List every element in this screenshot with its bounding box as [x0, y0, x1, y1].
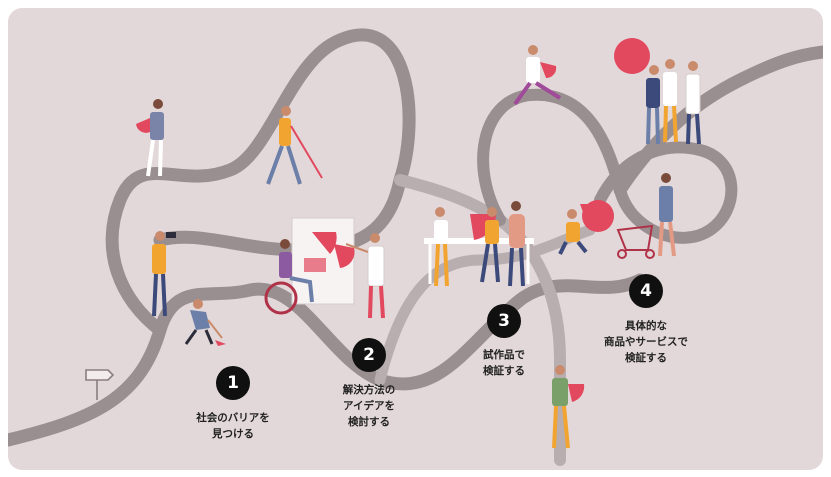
person-icon [614, 38, 701, 145]
person-icon [552, 365, 585, 449]
step-4-badge: 4 [629, 274, 663, 308]
journey-illustration [8, 28, 823, 466]
person-icon [480, 207, 500, 283]
step-4-caption: 具体的な 商品やサービスで 検証する [604, 320, 688, 364]
step-2-caption: 解決方法の アイデアを 検討する [342, 384, 396, 428]
step-2-badge: 2 [352, 338, 386, 372]
person-icon [508, 201, 525, 287]
person-icon [345, 233, 385, 319]
person-icon [513, 45, 562, 106]
person-icon [136, 99, 164, 177]
winding-road [8, 28, 823, 466]
person-icon [558, 173, 676, 259]
step-1-caption: 社会のバリアを 見つける [196, 412, 270, 440]
prototype-table [424, 214, 534, 284]
person-icon [266, 106, 323, 185]
journey-card: 1 社会のバリアを 見つける 2 解決方法の アイデアを 検討する 3 試作品で… [8, 8, 823, 470]
whiteboard [291, 217, 355, 305]
person-icon [152, 231, 176, 317]
step-3-caption: 試作品で 検証する [483, 349, 525, 377]
person-icon [434, 207, 449, 287]
person-icon [264, 239, 314, 315]
signpost-icon [85, 369, 115, 400]
step-3-badge: 3 [487, 304, 521, 338]
person-icon [184, 299, 226, 346]
step-1-badge: 1 [216, 366, 250, 400]
